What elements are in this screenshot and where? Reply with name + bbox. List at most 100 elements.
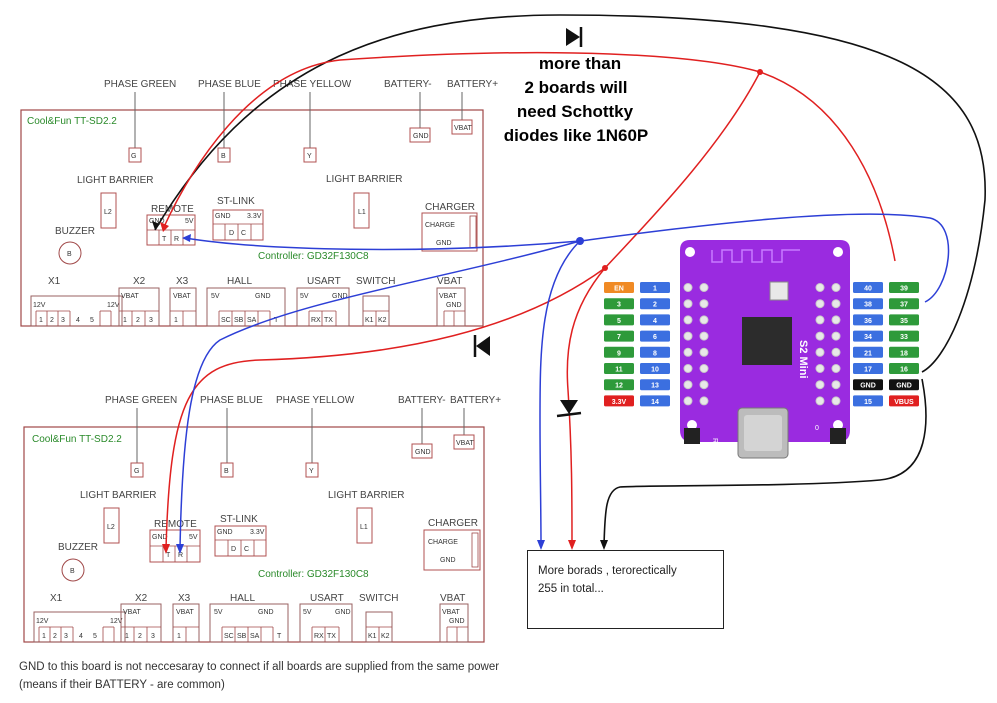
board-2-x2 [120,603,162,643]
svg-text:GND: GND [440,557,456,564]
pin-hole [699,380,709,390]
board-2-label-phase-yellow: PHASE YELLOW [276,395,355,406]
svg-text:SA: SA [250,633,260,640]
pin-label-right-outer-3 [889,330,919,342]
pin-hole [683,380,693,390]
pin-label-left-inner-3 [640,330,670,342]
board-1-switch-label: SWITCH [356,276,395,287]
pin-text-left-outer-7: 3.3V [612,399,627,406]
board-1-controller: Controller: GD32F130C8 [258,251,369,262]
pin-label-right-inner-5 [853,363,883,374]
wire-gnd-black [154,14,986,373]
svg-text:0: 0 [815,425,819,432]
wire-rx-blue-board1 [184,213,950,303]
svg-text:VBAT: VBAT [121,293,139,300]
pin-holes [683,283,841,406]
pin-hole [683,315,693,325]
board-1-x3-label: X3 [176,276,189,287]
svg-text:B: B [67,251,72,258]
more-boards-line-2: 255 in total... [538,583,604,595]
board-2-charger-label: CHARGER [428,518,478,529]
mcu-pin-labels: EN357911123.3V12468101314403836342117GND… [604,282,919,407]
board-2: Cool&Fun TT-SD2.2 PHASE GREEN G PHASE BL… [23,395,501,643]
svg-text:CHARGE: CHARGE [428,539,458,546]
pin-hole [815,299,825,309]
svg-text:1: 1 [125,633,129,640]
pin-label-right-inner-2 [853,314,883,326]
pin-hole [815,396,825,406]
svg-text:3: 3 [61,317,65,324]
board-2-x2-label: X2 [135,593,148,604]
pin-label-left-inner-4 [640,346,670,358]
pin-hole [699,283,709,292]
svg-text:L1: L1 [358,209,366,216]
board-2-l1 [356,507,373,544]
svg-text:K2: K2 [381,633,390,640]
pin-label-right-outer-1 [889,298,919,310]
svg-text:12V: 12V [36,618,49,625]
svg-text:R: R [178,552,183,559]
pin-hole [831,380,841,390]
pin-text-right-inner-1: 38 [864,302,872,309]
pin-hole [831,396,841,406]
pin-label-right-inner-4 [853,346,883,358]
svg-text:L2: L2 [104,209,112,216]
svg-text:VBAT: VBAT [176,609,194,616]
svg-text:1: 1 [42,633,46,640]
svg-text:4: 4 [76,317,80,324]
pin-label-left-inner-5 [640,363,670,374]
svg-text:VBAT: VBAT [173,293,191,300]
svg-text:3: 3 [151,633,155,640]
board-1-usart [296,287,350,327]
wire-tx-red-board2 [165,267,606,550]
svg-text:GND: GND [413,133,429,140]
board-2-x3-label: X3 [178,593,191,604]
pin-text-right-inner-4: 21 [864,350,872,357]
board-1-x2-label: X2 [133,276,146,287]
board-1-buzzer [58,241,82,265]
svg-text:B: B [221,153,226,160]
svg-text:3: 3 [64,633,68,640]
svg-text:GND: GND [449,618,465,625]
svg-text:G: G [134,468,139,475]
pin-hole [683,364,693,373]
pin-label-left-outer-7 [604,395,634,407]
svg-text:12V: 12V [110,618,123,625]
board-2-stlink-label: ST-LINK [220,514,258,525]
diode-top [566,27,583,47]
footer-line-2: (means if their BATTERY - are common) [19,679,225,691]
svg-text:5V: 5V [300,293,309,300]
board-1-l2 [100,192,117,229]
svg-text:5V: 5V [303,609,312,616]
pin-hole [815,283,825,292]
svg-text:GND: GND [335,609,351,616]
svg-text:5V: 5V [185,218,194,225]
board-1-pad-vbat [451,119,473,135]
svg-text:T: T [162,236,167,243]
svg-text:T: T [277,633,282,640]
svg-text:GND: GND [415,449,431,456]
board-1-pad-b [217,147,231,163]
svg-text:GND: GND [258,609,274,616]
more-boards-box: More borads , terorectically 255 in tota… [527,550,724,629]
wire-blue-to-more [539,240,581,546]
pin-label-left-outer-4 [604,346,634,358]
pin-text-right-outer-6: GND [896,383,912,390]
pin-hole [683,347,693,357]
svg-text:GND: GND [152,534,168,541]
rst-button [684,428,700,444]
pin-text-left-inner-0: 1 [653,286,657,293]
board-1-x1-label: X1 [48,276,61,287]
board-1-pad-gnd [409,127,431,143]
svg-text:1: 1 [177,633,181,640]
board-1-l1 [353,192,370,229]
board-1-light-barrier-right: LIGHT BARRIER [326,174,403,185]
pin-text-right-inner-5: 17 [864,367,872,374]
wire-red-to-more [566,71,761,546]
board-1-light-barrier-left: LIGHT BARRIER [77,175,154,186]
svg-text:VBAT: VBAT [454,125,472,132]
pin-hole [815,364,825,373]
pin-text-left-outer-0: EN [614,286,624,293]
pin-hole [699,331,709,341]
svg-text:5: 5 [93,633,97,640]
